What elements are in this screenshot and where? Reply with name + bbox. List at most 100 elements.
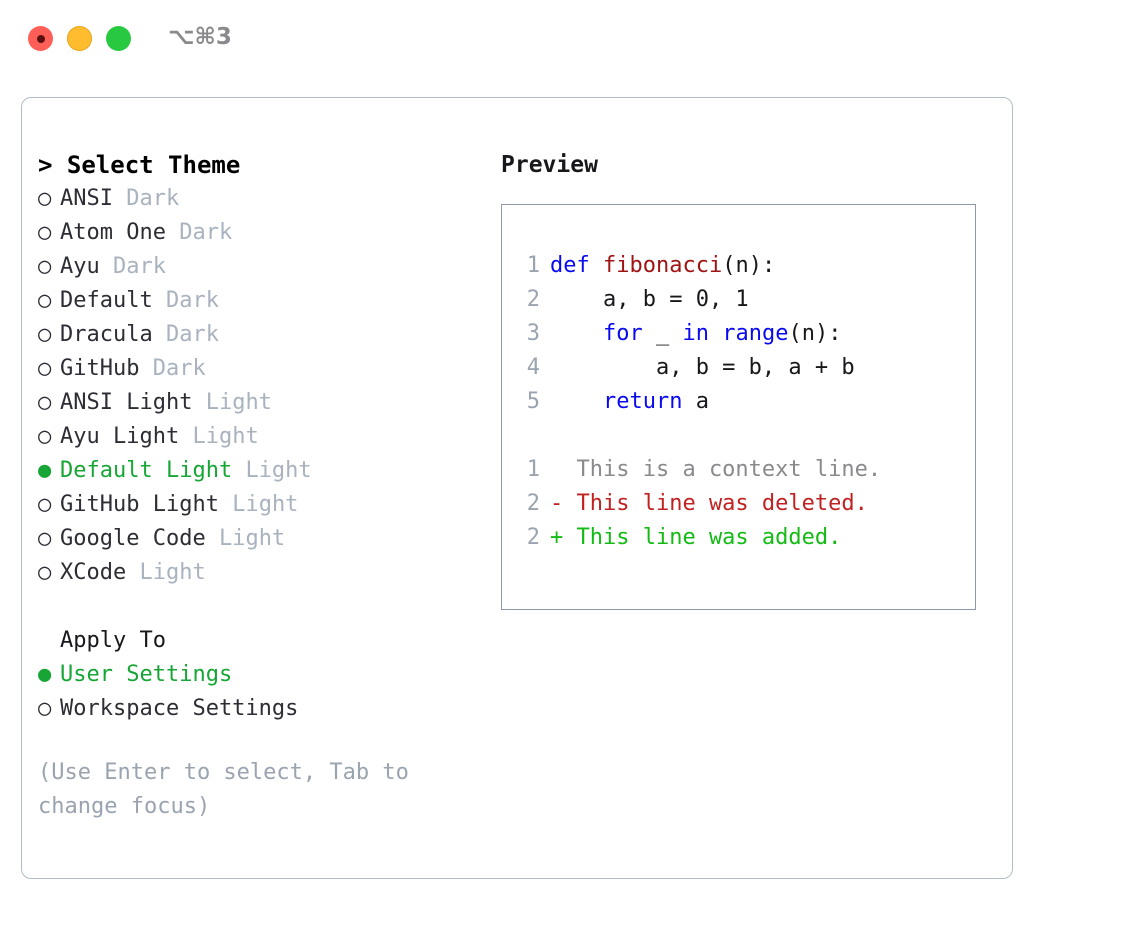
theme-selector-panel: > Select Theme ○ANSI Dark○Atom One Dark○… xyxy=(21,97,1013,879)
theme-name-spacer xyxy=(192,386,205,420)
theme-variant-tag: Dark xyxy=(113,254,166,279)
theme-list-item[interactable]: ○ Ayu Light Light xyxy=(38,420,478,454)
theme-name-spacer xyxy=(100,250,113,284)
theme-list-item[interactable]: ○ANSI Light Light xyxy=(38,386,478,420)
code-line: 2 a, b = 0, 1 xyxy=(502,283,975,317)
theme-list-item[interactable]: ○ XCode Light xyxy=(38,556,478,590)
radio-unselected-icon: ○ xyxy=(38,424,52,449)
theme-variant-tag: Dark xyxy=(179,220,233,245)
theme-list-item[interactable]: ○Google Code Light xyxy=(38,522,478,556)
radio-unselected-icon: ○ xyxy=(38,288,52,313)
code-token-plain xyxy=(550,389,603,414)
code-token-plain: (n): xyxy=(722,253,776,278)
theme-variant-tag: Light xyxy=(139,560,206,585)
code-token-plain: a, b = b, a + b xyxy=(550,355,855,380)
theme-name-spacer xyxy=(206,522,219,556)
theme-name: GitHub Light xyxy=(60,492,219,517)
radio-unselected-icon: ○ xyxy=(38,322,52,347)
radio-unselected-icon: ○ xyxy=(38,186,52,211)
theme-name: ANSI xyxy=(60,186,113,211)
code-token-kw: in xyxy=(682,321,709,346)
maximize-button[interactable] xyxy=(106,26,131,51)
theme-name-spacer xyxy=(179,420,192,454)
theme-list-item[interactable]: ○GitHub Dark xyxy=(38,352,478,386)
theme-list-item[interactable]: ○ GitHub Light Light xyxy=(38,488,478,522)
page-title: > Select Theme xyxy=(38,151,241,179)
line-number: 1 xyxy=(526,253,540,278)
line-number: 2 xyxy=(526,525,540,550)
minimize-button[interactable] xyxy=(67,26,92,51)
theme-variant-tag: Dark xyxy=(126,186,180,211)
radio-unselected-icon: ○ xyxy=(38,560,52,585)
theme-name: Dracula xyxy=(60,322,153,347)
apply-to-label: Workspace Settings xyxy=(60,696,299,721)
theme-name-spacer xyxy=(153,318,166,352)
theme-list-item[interactable]: ○Atom One Dark xyxy=(38,216,478,250)
radio-selected-icon: ● xyxy=(38,662,52,687)
theme-list-item[interactable]: ●Default Light Light xyxy=(38,454,478,488)
diff-text: This is a context line. xyxy=(550,457,882,482)
preview-title: Preview xyxy=(501,152,598,178)
apply-to-section: Apply To ● User Settings ○ Workspace Settin… xyxy=(38,624,478,726)
code-token-plain xyxy=(709,321,722,346)
theme-name: Atom One xyxy=(60,220,166,245)
theme-variant-tag: Light xyxy=(192,424,259,449)
apply-to-option[interactable]: ● User Settings xyxy=(38,658,478,692)
code-token-kw: for xyxy=(602,321,643,346)
code-line: 3 for _ in range(n): xyxy=(502,317,975,351)
code-token-kw: range xyxy=(722,321,789,346)
radio-selected-icon: ● xyxy=(38,458,52,483)
code-text: a, b = b, a + b xyxy=(550,351,855,385)
theme-variant-tag: Dark xyxy=(165,322,219,347)
close-button[interactable] xyxy=(28,26,53,51)
line-number: 3 xyxy=(526,321,540,346)
theme-name: XCode xyxy=(60,560,127,585)
code-token-plain: _ xyxy=(642,321,683,346)
code-line: 1 def fibonacci(n): xyxy=(502,249,975,283)
theme-name: Default Light xyxy=(60,458,233,483)
theme-name-spacer xyxy=(139,352,152,386)
theme-variant-tag: Light xyxy=(232,492,299,517)
code-spacer xyxy=(502,419,975,453)
window-controls xyxy=(28,26,131,51)
theme-name-spacer xyxy=(166,216,179,250)
theme-variant-tag: Dark xyxy=(152,356,206,381)
theme-list-item[interactable]: ○ Ayu Dark xyxy=(38,250,478,284)
code-token-plain: a, b = 0, 1 xyxy=(550,287,749,312)
apply-to-list[interactable]: ● User Settings ○ Workspace Settings xyxy=(38,658,478,726)
theme-list-item[interactable]: ○ Dracula Dark xyxy=(38,318,478,352)
theme-name-spacer xyxy=(113,182,126,216)
radio-unselected-icon: ○ xyxy=(38,254,52,279)
apply-to-option[interactable]: ○ Workspace Settings xyxy=(38,692,478,726)
code-line: 4 a, b = b, a + b xyxy=(502,351,975,385)
radio-unselected-icon: ○ xyxy=(38,390,52,415)
line-number: 2 xyxy=(526,491,540,516)
code-token-plain: (n): xyxy=(788,321,842,346)
code-text: def fibonacci(n): xyxy=(550,249,775,283)
code-token-kw: def xyxy=(550,253,603,278)
left-column: > Select Theme ○ANSI Dark○Atom One Dark○… xyxy=(38,148,478,824)
theme-list-item[interactable]: ○Default Dark xyxy=(38,284,478,318)
code-token-plain: a xyxy=(682,389,709,414)
apply-to-title: Apply To xyxy=(60,628,166,653)
radio-unselected-icon: ○ xyxy=(38,492,52,517)
diff-line-add: 2 + This line was added. xyxy=(502,521,975,555)
theme-list-item[interactable]: ○ ANSI Dark xyxy=(38,182,478,216)
theme-name: Ayu xyxy=(60,254,100,279)
theme-name-spacer xyxy=(126,556,139,590)
theme-list[interactable]: ○ANSI Dark○Atom One Dark○Ayu Dark○Defaul… xyxy=(38,182,478,590)
line-number: 1 xyxy=(526,457,540,482)
theme-name: Ayu Light xyxy=(60,424,180,449)
line-number: 5 xyxy=(526,389,540,414)
apply-to-label: User Settings xyxy=(60,662,233,687)
code-text: a, b = 0, 1 xyxy=(550,283,749,317)
code-line: 5 return a xyxy=(502,385,975,419)
theme-name-spacer xyxy=(219,488,232,522)
theme-variant-tag: Light xyxy=(205,390,272,415)
diff-line-ctx: 1 This is a context line. xyxy=(502,453,975,487)
radio-unselected-icon: ○ xyxy=(38,696,52,721)
diff-text: + This line was added. xyxy=(550,525,842,550)
